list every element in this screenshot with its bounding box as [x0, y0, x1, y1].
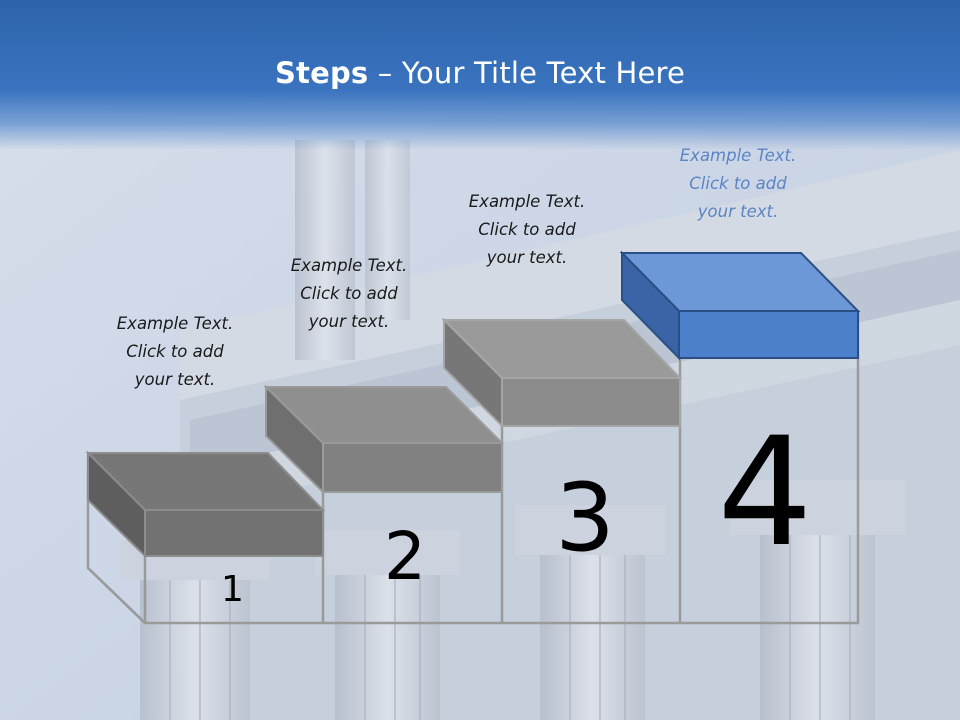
step-4-number: 4	[717, 406, 813, 580]
step-1-text-line-1: Example Text.	[116, 314, 234, 333]
step-2-number: 2	[384, 518, 426, 595]
step-block-2	[263, 384, 505, 495]
step-block-3	[441, 317, 683, 429]
step-frame-bottom-left	[87, 567, 146, 624]
step-1-number: 1	[221, 569, 244, 610]
step-3-number: 3	[555, 464, 615, 573]
step-2-text-line-2: Click to add	[300, 284, 398, 303]
step-block-4	[619, 250, 861, 361]
step-2-text-line-1: Example Text.	[290, 256, 408, 275]
step-4-text-line-1: Example Text.	[679, 146, 797, 165]
step-3-text[interactable]: Example Text. Click to add your text.	[442, 188, 612, 272]
step-2-text[interactable]: Example Text. Click to add your text.	[264, 252, 434, 336]
step-1-text-line-3: your text.	[134, 370, 216, 389]
step-2-text-line-3: your text.	[308, 312, 390, 331]
step-3-text-line-3: your text.	[486, 248, 568, 267]
slide-title[interactable]: Steps – Your Title Text Here	[0, 56, 960, 90]
title-rest-part: – Your Title Text Here	[368, 56, 686, 90]
title-band	[0, 0, 960, 150]
title-bold-part: Steps	[274, 56, 369, 90]
step-3-text-line-2: Click to add	[478, 220, 576, 239]
step-1-text-line-2: Click to add	[126, 342, 224, 361]
step-3-text-line-1: Example Text.	[468, 192, 586, 211]
step-4-text-line-3: your text.	[697, 202, 779, 221]
step-block-1	[85, 450, 326, 559]
step-4-text-line-2: Click to add	[689, 174, 787, 193]
step-4-text[interactable]: Example Text. Click to add your text.	[653, 142, 823, 226]
step-1-text[interactable]: Example Text. Click to add your text.	[90, 310, 260, 394]
